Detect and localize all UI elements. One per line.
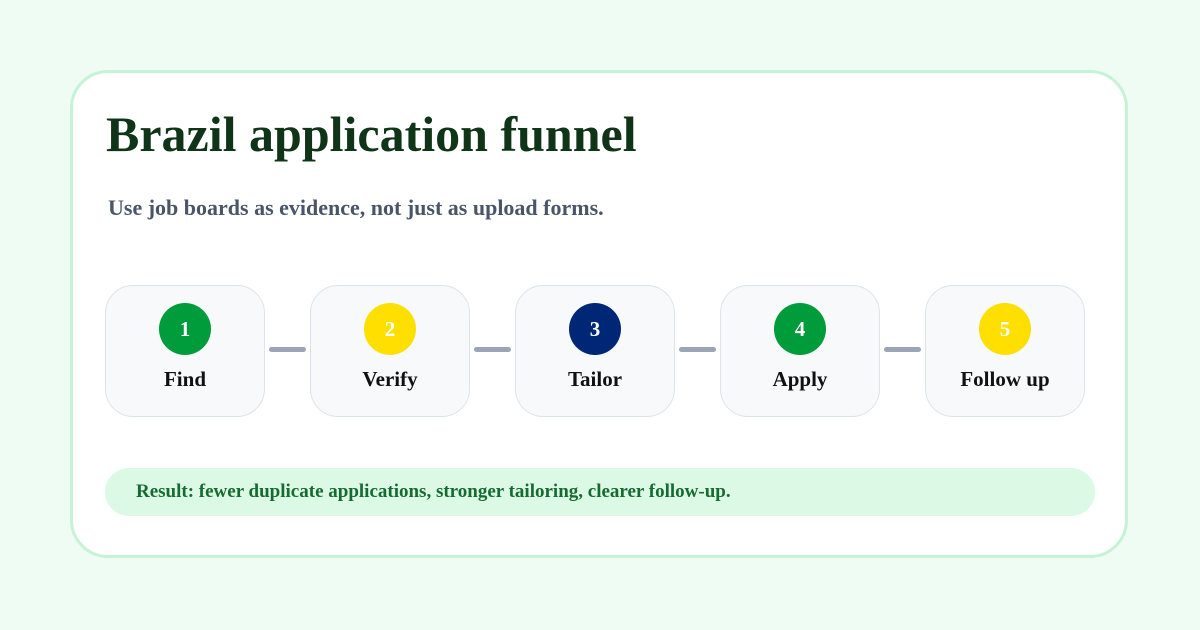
result-text: Result: fewer duplicate applications, st… bbox=[136, 481, 731, 502]
step-number-badge: 1 bbox=[159, 303, 211, 355]
page-title: Brazil application funnel bbox=[106, 106, 637, 162]
step-apply: 4 Apply bbox=[720, 285, 880, 417]
step-connector bbox=[884, 347, 921, 352]
step-find: 1 Find bbox=[105, 285, 265, 417]
step-number-badge: 5 bbox=[979, 303, 1031, 355]
step-number-badge: 4 bbox=[774, 303, 826, 355]
step-tailor: 3 Tailor bbox=[515, 285, 675, 417]
step-label: Find bbox=[163, 367, 207, 391]
step-label: Apply bbox=[772, 367, 828, 391]
step-label: Verify bbox=[362, 367, 418, 391]
step-connector bbox=[269, 347, 306, 352]
step-label: Tailor bbox=[567, 367, 623, 391]
step-connector bbox=[474, 347, 511, 352]
step-label: Follow up bbox=[960, 367, 1050, 391]
step-connector bbox=[679, 347, 716, 352]
step-verify: 2 Verify bbox=[310, 285, 470, 417]
result-banner: Result: fewer duplicate applications, st… bbox=[105, 468, 1095, 516]
step-follow-up: 5 Follow up bbox=[925, 285, 1085, 417]
step-number-badge: 3 bbox=[569, 303, 621, 355]
step-number-badge: 2 bbox=[364, 303, 416, 355]
subtitle: Use job boards as evidence, not just as … bbox=[108, 195, 604, 220]
